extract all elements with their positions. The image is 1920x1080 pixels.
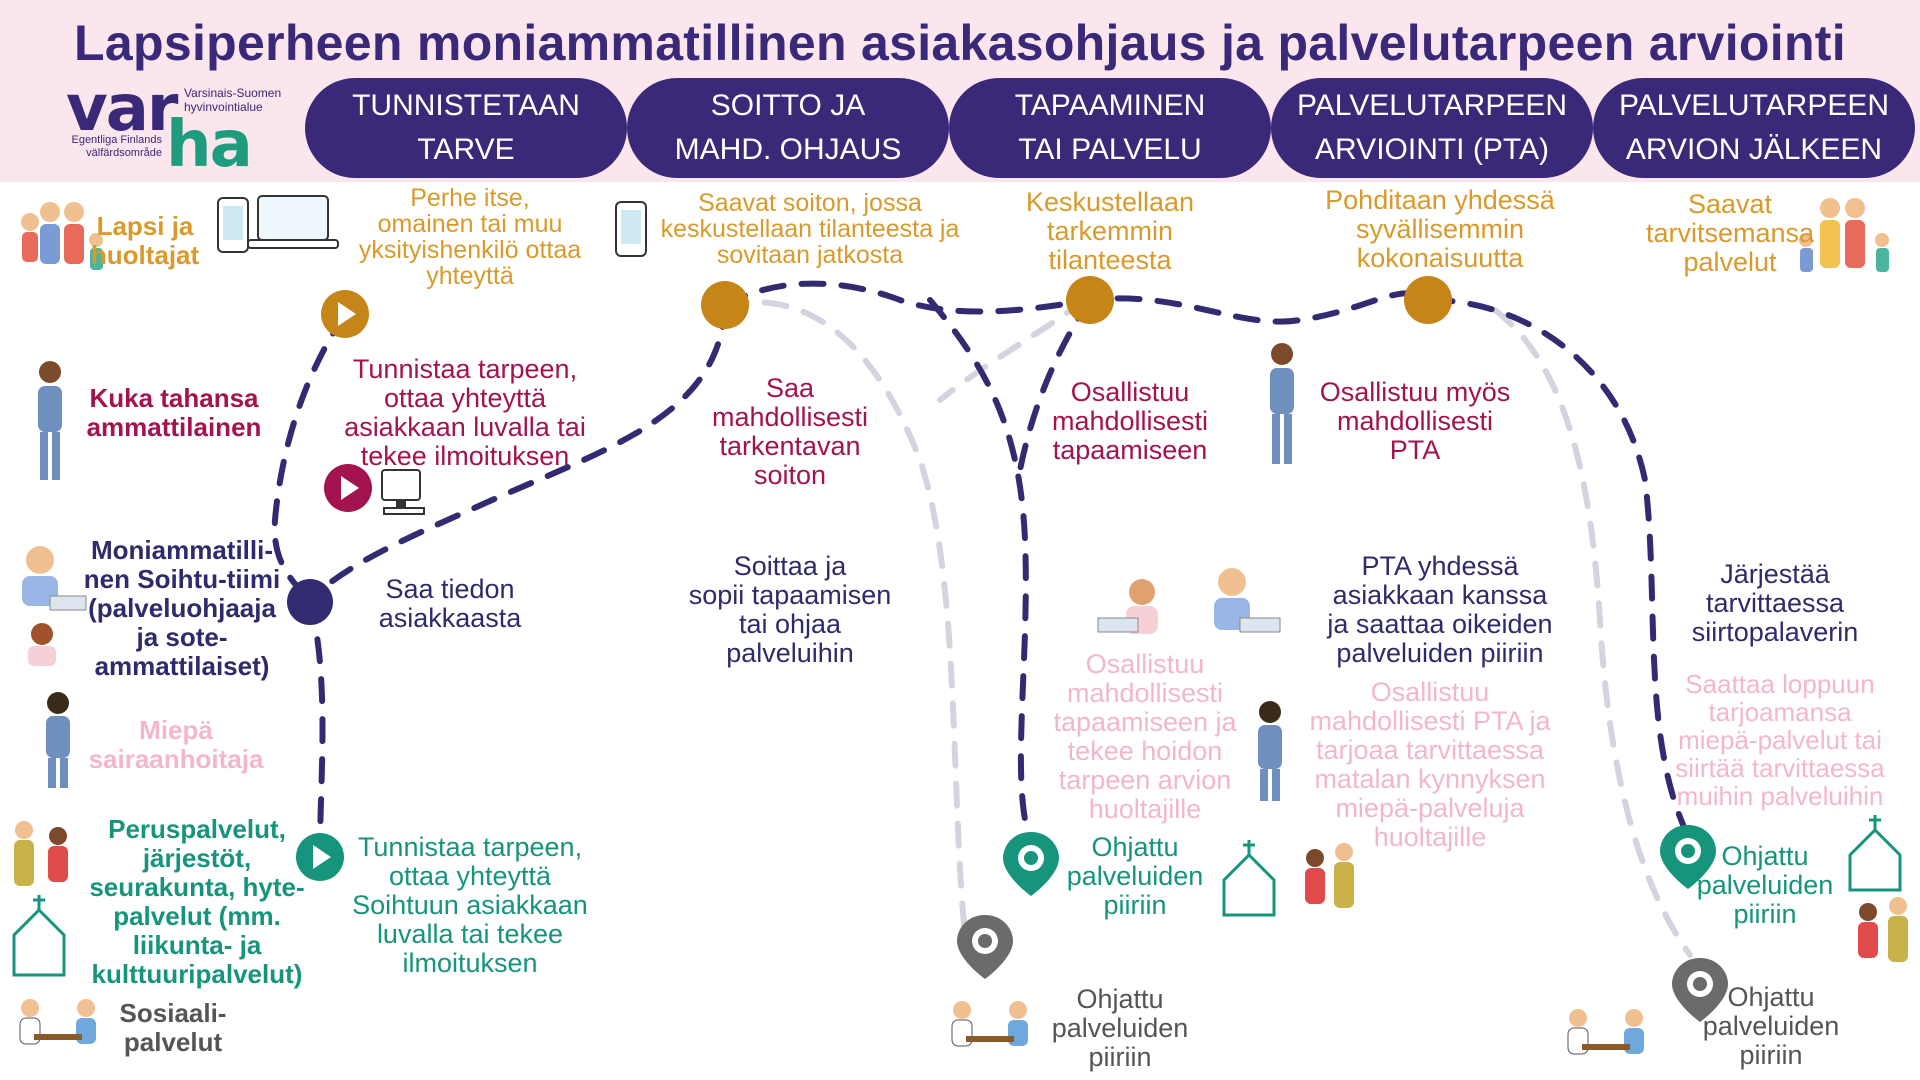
computer-icon: [381, 469, 425, 515]
role-peruspalvelut: Peruspalvelut,järjestöt,seurakunta, hyte…: [89, 814, 305, 989]
node-pta: [1404, 276, 1452, 324]
church-icon-3: [1848, 815, 1902, 892]
worker-laptop-icon-1: [22, 546, 87, 611]
navy-path-tap: [927, 297, 1033, 843]
meeting-icon-1: [19, 999, 96, 1045]
worker-laptop-icon-4: [1214, 568, 1281, 633]
gray-path-1: [722, 299, 968, 938]
meeting-icon-3: [1567, 1009, 1644, 1055]
gray-path-2: [937, 297, 1088, 403]
laptop-icon-1: [247, 195, 339, 249]
location-pin-icon-gray-2: [1672, 958, 1728, 1022]
role-sosiaalipalvelut: Sosiaali-palvelut: [119, 998, 227, 1057]
phone-icon-2: [615, 201, 647, 257]
worker-laptop-icon-3: [1097, 579, 1158, 634]
nurse-icon-1: [38, 361, 62, 480]
people-icon-1: [14, 821, 68, 886]
phone-icon-1: [217, 197, 249, 253]
location-pin-icon-teal-1: [1003, 832, 1059, 896]
location-pin-icon-gray-1: [957, 915, 1013, 979]
family-icon-left: [21, 202, 103, 270]
worker-laptop-icon-2: [28, 623, 56, 666]
play-icon-teal: [296, 833, 344, 881]
node-tapaaminen: [1066, 276, 1114, 324]
logo-word-var: var: [66, 72, 178, 146]
navy-path-ammattilainen: [271, 312, 348, 603]
nurse-icon-4: [1258, 701, 1282, 801]
logo-word-ha: ha: [166, 108, 253, 182]
navy-path-top: [722, 280, 1693, 843]
location-pin-icon-teal-2: [1660, 825, 1716, 889]
nurse-icon-3: [46, 692, 70, 788]
family-icon-right: [1799, 198, 1889, 272]
play-icon-crimson: [324, 464, 372, 512]
play-icon-orange: [321, 290, 369, 338]
gray-path-3: [1492, 307, 1693, 958]
page-title: Lapsiperheen moniammatillinen asiakasohj…: [74, 15, 1846, 71]
church-icon-2: [1222, 840, 1276, 917]
navy-path-down: [307, 597, 326, 853]
church-icon-1: [12, 895, 66, 977]
nurse-icon-2: [1270, 343, 1294, 464]
meeting-icon-2: [951, 1001, 1028, 1047]
role-soihtu-tiimi: Moniammatilli-nen Soihtu-tiimi(palveluoh…: [83, 535, 281, 681]
people-icon-2: [1305, 843, 1354, 908]
people-icon-3: [1858, 897, 1908, 962]
navy-path-soitto: [307, 302, 728, 603]
node-soitto: [701, 281, 749, 329]
navy-path-tap2: [1017, 297, 1093, 473]
node-soihtu: [287, 579, 333, 625]
